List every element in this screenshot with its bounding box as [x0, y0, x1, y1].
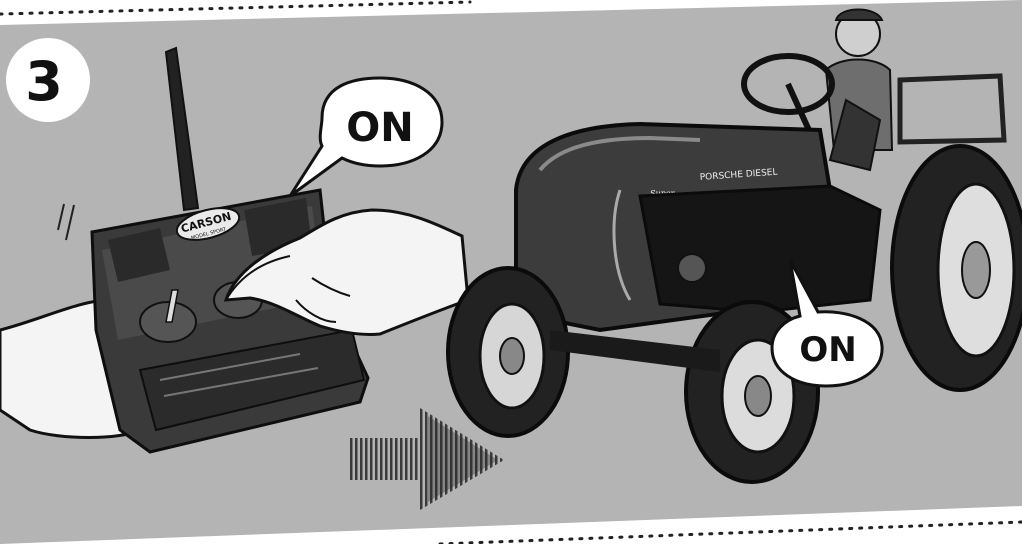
- remote-on-label: ON: [346, 105, 413, 151]
- bottom-dotted-border: [440, 522, 1022, 544]
- top-dotted-border: [0, 2, 470, 14]
- tractor-on-label: ON: [799, 330, 856, 370]
- step-number-badge: 3: [6, 38, 90, 122]
- step-number: 3: [25, 50, 63, 113]
- engine-block: [640, 186, 880, 312]
